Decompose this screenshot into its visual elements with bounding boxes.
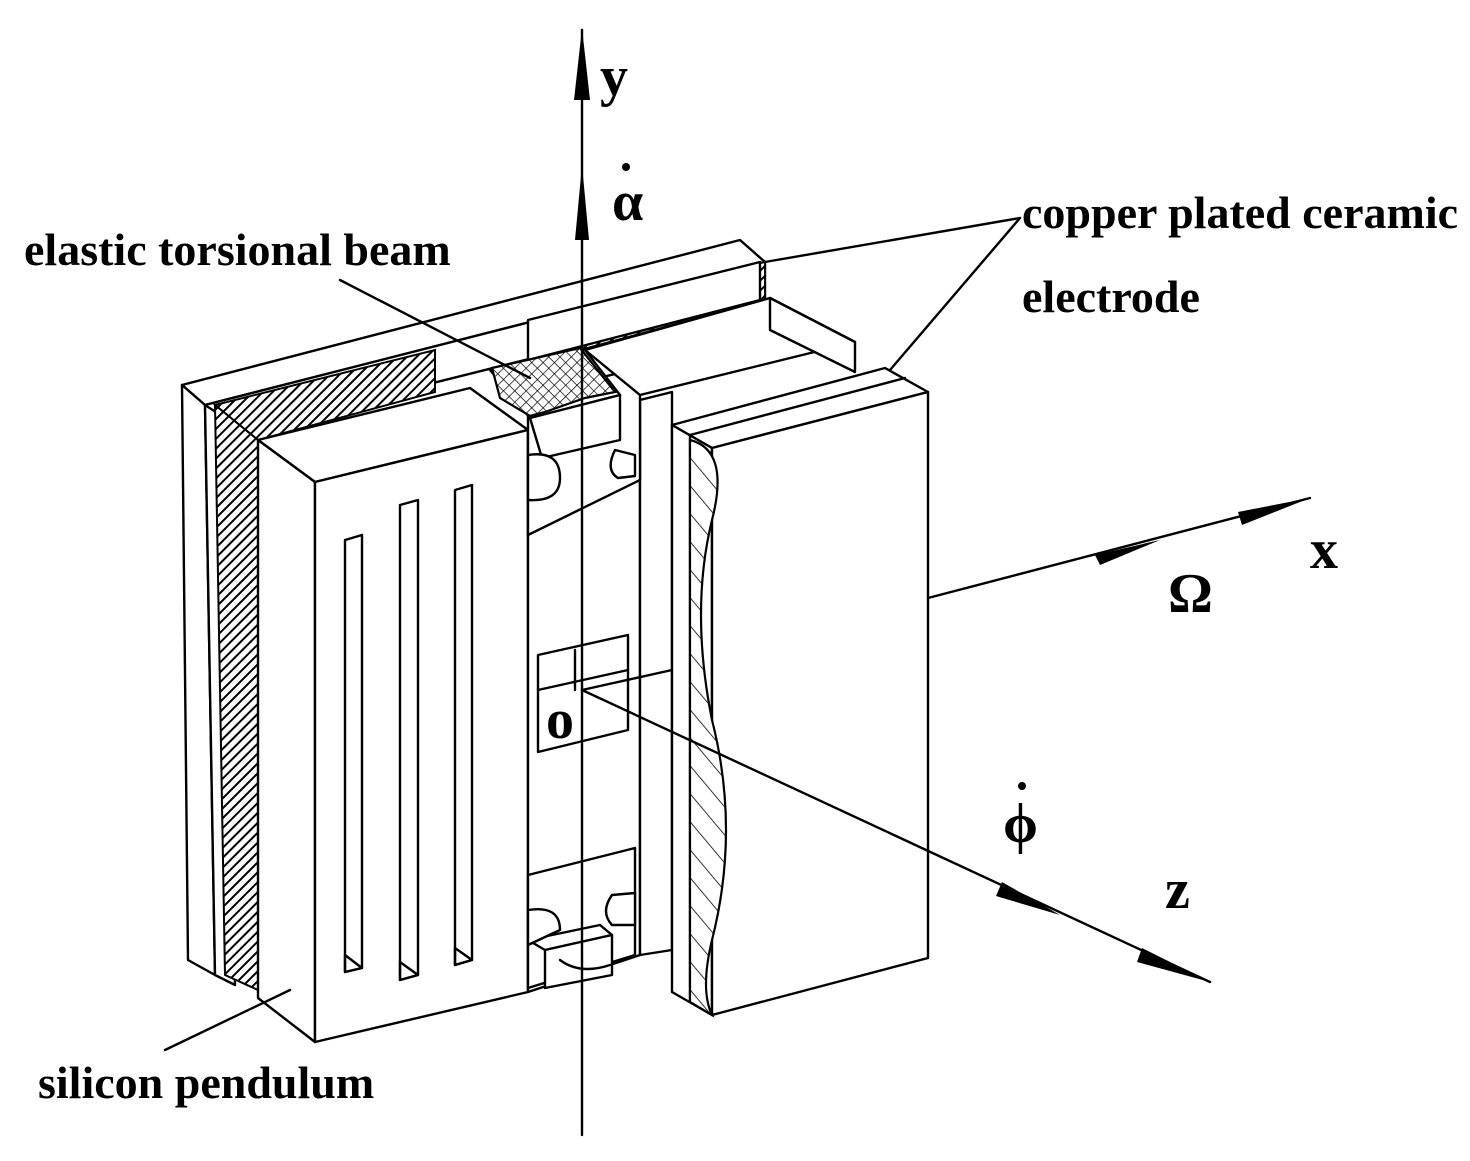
label-electrode: electrode [1022, 271, 1200, 322]
label-copper-plated-ceramic: copper plated ceramic [1022, 187, 1458, 238]
phi-rate-arrow [996, 882, 1060, 915]
label-elastic-torsional-beam: elastic torsional beam [24, 224, 451, 275]
upper-hinge [488, 346, 642, 537]
axes [574, 28, 1312, 1137]
z-axis-arrow [1137, 948, 1210, 982]
silicon-pendulum-right [583, 296, 857, 397]
silicon-pendulum-left [256, 386, 530, 1044]
label-x-axis: x [1310, 519, 1338, 581]
pendulum-leader [163, 988, 292, 1052]
y-axis-arrow [574, 28, 590, 100]
label-silicon-pendulum: silicon pendulum [38, 1057, 374, 1108]
ceramic-leader-front [888, 216, 1022, 372]
label-origin: o [546, 689, 574, 751]
z-axis-line [580, 688, 1212, 984]
label-phi-rate: ϕ [1003, 793, 1038, 855]
label-z-axis: z [1165, 859, 1190, 921]
leader-lines [163, 216, 1022, 1052]
omega-arrow [1095, 540, 1160, 565]
label-y-axis: y [600, 46, 628, 108]
label-omega: Ω [1168, 563, 1213, 625]
alpha-rate-dot [622, 163, 630, 171]
x-axis-arrow [1238, 498, 1310, 525]
beam-leader [338, 278, 532, 380]
alpha-rate-arrow [575, 165, 589, 240]
ceramic-leader-back [763, 216, 1022, 264]
front-ceramic-plate [670, 366, 930, 1018]
phi-rate-dot [1018, 782, 1026, 790]
label-alpha-rate: α [612, 171, 643, 233]
